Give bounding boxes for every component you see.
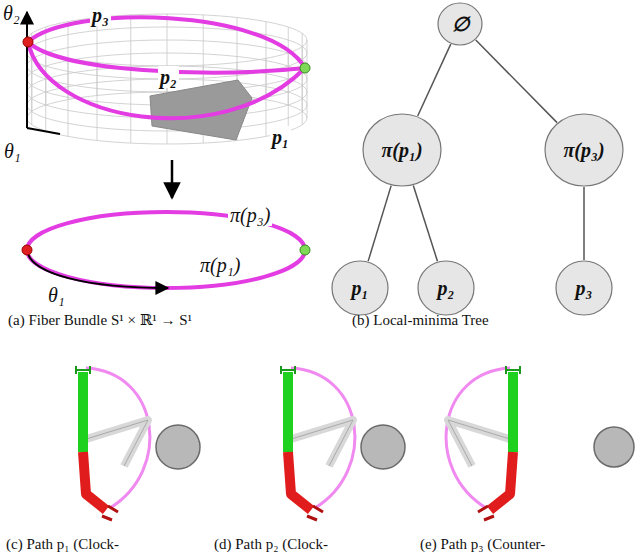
- robot-arm: [76, 366, 150, 520]
- tree-node: p₃: [555, 260, 613, 316]
- math-label: p₃: [90, 4, 111, 26]
- tree-node: ∅: [437, 2, 483, 46]
- tree-node: π(p₁): [362, 113, 442, 187]
- subfigure-caption: (e) Path p₃ (Counter-: [420, 536, 545, 553]
- theta1-axis: [27, 128, 60, 134]
- tree-edge: [476, 40, 557, 123]
- subfigure-caption: (a) Fiber Bundle S¹ × ℝ¹ → S¹: [8, 312, 192, 329]
- projection-arrow: [171, 160, 174, 198]
- subfigure-caption: (d) Path p₂ (Clock-: [214, 536, 328, 553]
- math-label: π(p₁): [198, 254, 242, 276]
- cylinder-grid: [27, 14, 307, 144]
- math-label: θ₁: [46, 284, 67, 306]
- subfigure-caption: (b) Local-minima Tree: [352, 312, 489, 329]
- tree-node: π(p₃): [544, 113, 624, 187]
- tree-node: p₁: [331, 260, 389, 316]
- goal-dot: [300, 63, 310, 73]
- tree-edge: [368, 186, 391, 262]
- node-label: p₃: [576, 277, 593, 300]
- obstacle-circle: [156, 425, 634, 469]
- node-label: π(p₁): [381, 139, 422, 162]
- subfigure-caption: (c) Path p₁ (Clock-: [6, 536, 119, 553]
- goal-dot: [300, 245, 310, 255]
- math-label: p₁: [270, 126, 291, 148]
- tree-edge: [413, 185, 437, 261]
- theta2-axis: [26, 12, 28, 128]
- tree-edge: [583, 187, 585, 260]
- path-curves: [28, 17, 305, 118]
- math-label: θ₂: [3, 2, 20, 24]
- tree-edge: [418, 44, 451, 116]
- node-label: p₂: [438, 277, 455, 300]
- start-dot: [22, 245, 32, 255]
- theta1-arc: [27, 250, 168, 288]
- math-label: π(p₃): [228, 204, 272, 226]
- tree-node: p₂: [417, 260, 475, 316]
- math-label: θ₁: [4, 140, 21, 162]
- math-label: p₂: [158, 66, 179, 88]
- node-label: p₁: [352, 277, 369, 300]
- node-label: π(p₃): [563, 139, 604, 162]
- node-label: ∅: [452, 12, 469, 36]
- start-dot: [23, 37, 33, 47]
